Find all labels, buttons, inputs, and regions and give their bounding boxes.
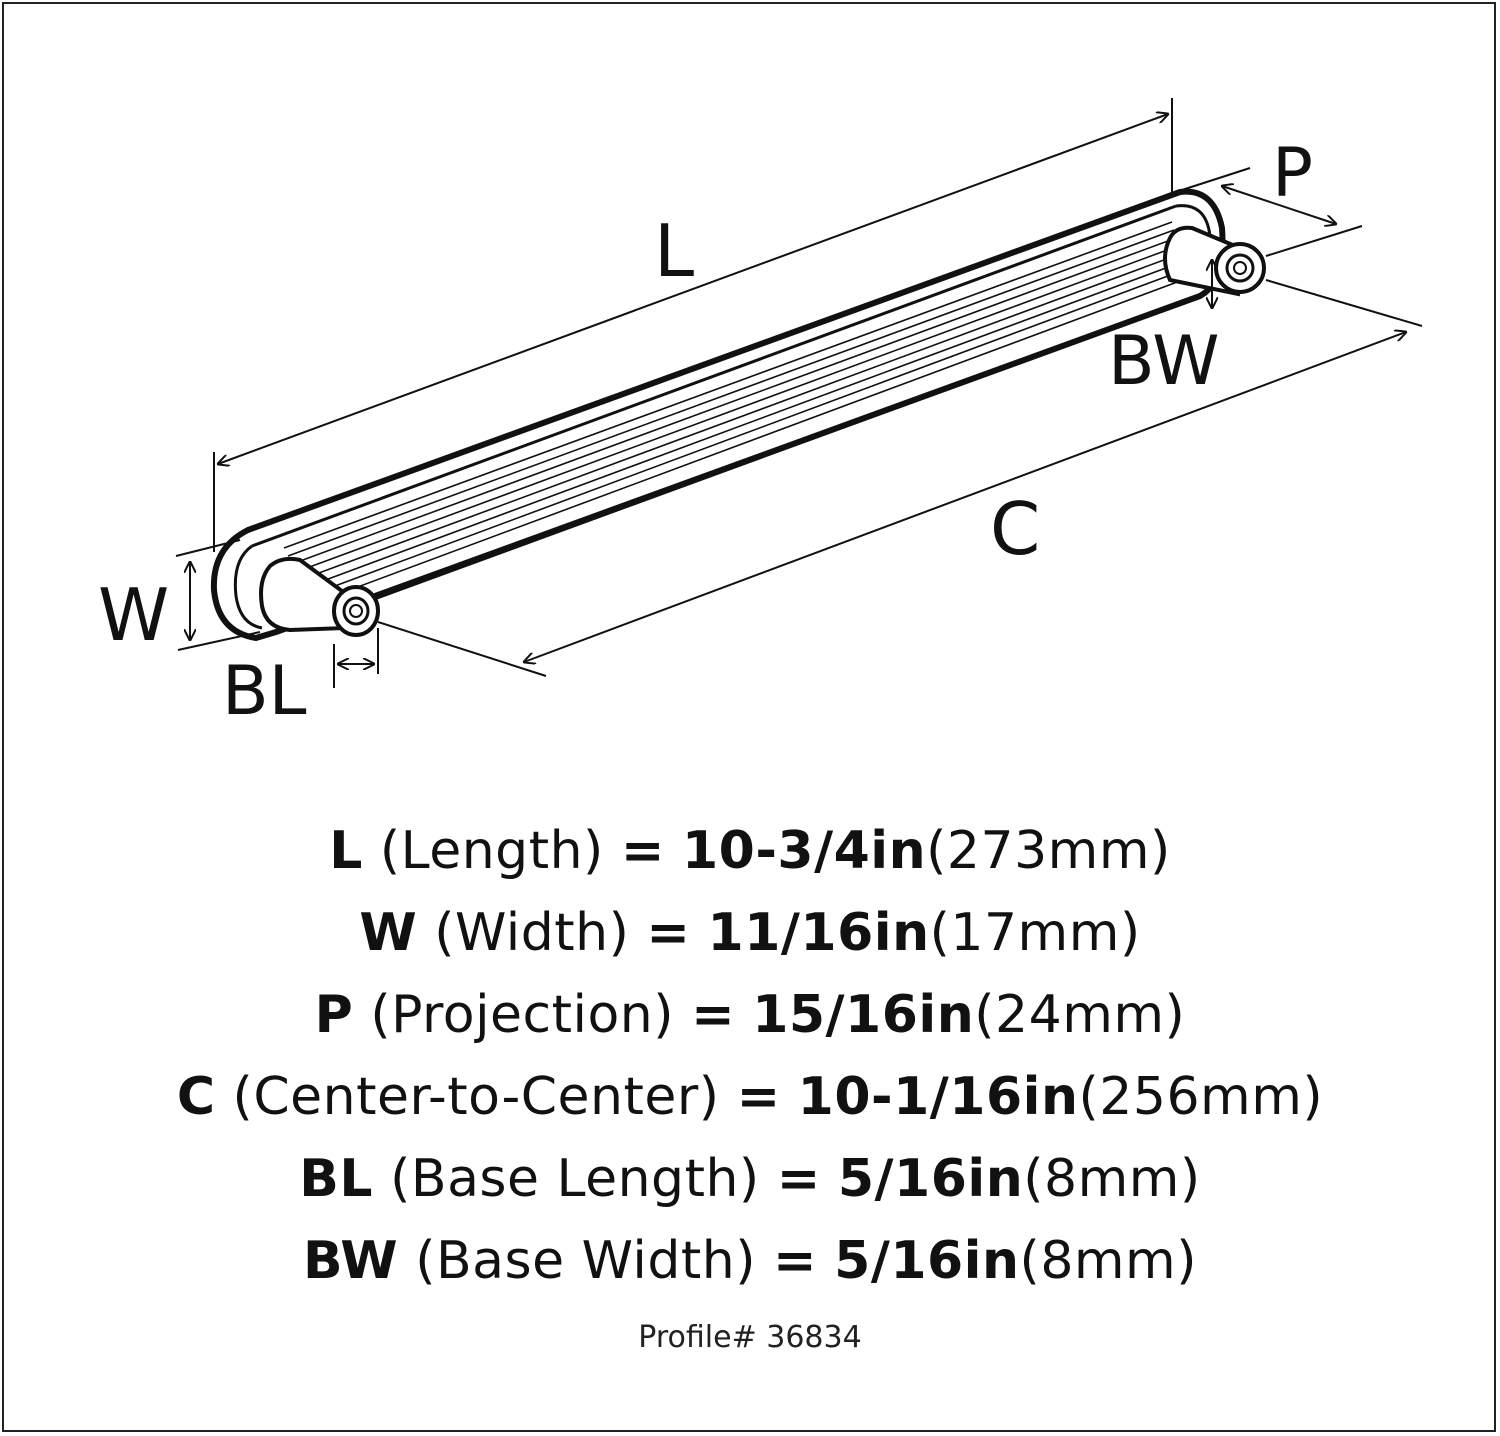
- handle-bar: [210, 188, 1226, 641]
- dimension-L: [213, 98, 1173, 552]
- spec-key: C: [176, 1067, 216, 1127]
- right-post: [1163, 225, 1266, 297]
- dimension-W: [175, 539, 261, 651]
- label-W: W: [98, 573, 169, 657]
- spec-key: P: [314, 985, 354, 1045]
- spec-desc: (Base Width): [415, 1231, 756, 1291]
- spec-value: 5/16in: [837, 1149, 1024, 1209]
- spec-value: 10-3/4in: [681, 821, 927, 881]
- spec-value: 15/16in: [752, 985, 975, 1045]
- spec-projection: P (Projection) = 15/16in(24mm): [0, 974, 1500, 1056]
- dimension-P: [1181, 167, 1363, 257]
- spec-desc: (Center-to-Center): [232, 1067, 720, 1127]
- spec-key: BW: [303, 1231, 399, 1291]
- spec-eq: =: [691, 985, 736, 1045]
- spec-metric: (273mm): [926, 821, 1171, 881]
- spec-eq: =: [773, 1231, 818, 1291]
- spec-base-length: BL (Base Length) = 5/16in(8mm): [0, 1138, 1500, 1220]
- left-post: [259, 556, 380, 637]
- spec-base-width: BW (Base Width) = 5/16in(8mm): [0, 1220, 1500, 1302]
- spec-value: 5/16in: [834, 1231, 1020, 1291]
- dimension-BL: [333, 628, 379, 688]
- spec-metric: (8mm): [1019, 1231, 1197, 1291]
- label-L: L: [654, 209, 694, 293]
- spec-desc: (Projection): [370, 985, 675, 1045]
- spec-metric: (17mm): [929, 903, 1141, 963]
- label-BW: BW: [1108, 322, 1219, 401]
- profile-number: Profile# 36834: [638, 1320, 862, 1355]
- spec-value: 10-1/16in: [797, 1067, 1079, 1127]
- spec-desc: (Width): [434, 903, 630, 963]
- spec-eq: =: [620, 821, 665, 881]
- spec-metric: (24mm): [974, 985, 1186, 1045]
- spec-metric: (256mm): [1078, 1067, 1324, 1127]
- spec-key: L: [329, 821, 363, 881]
- spec-eq: =: [736, 1067, 781, 1127]
- spec-list: L (Length) = 10-3/4in(273mm) W (Width) =…: [0, 810, 1500, 1302]
- spec-eq: =: [646, 903, 691, 963]
- spec-desc: (Base Length): [390, 1149, 760, 1209]
- spec-width: W (Width) = 11/16in(17mm): [0, 892, 1500, 974]
- spec-key: BL: [299, 1149, 374, 1209]
- spec-metric: (8mm): [1023, 1149, 1201, 1209]
- spec-desc: (Length): [379, 821, 604, 881]
- label-C: C: [990, 487, 1040, 571]
- label-BL: BL: [222, 652, 307, 731]
- spec-key: W: [359, 903, 418, 963]
- dimension-C: [377, 279, 1423, 677]
- handle-diagram: L P BW C W BL: [98, 98, 1423, 731]
- label-P: P: [1272, 134, 1313, 213]
- spec-value: 11/16in: [707, 903, 930, 963]
- spec-center-to-center: C (Center-to-Center) = 10-1/16in(256mm): [0, 1056, 1500, 1138]
- spec-eq: =: [776, 1149, 821, 1209]
- spec-length: L (Length) = 10-3/4in(273mm): [0, 810, 1500, 892]
